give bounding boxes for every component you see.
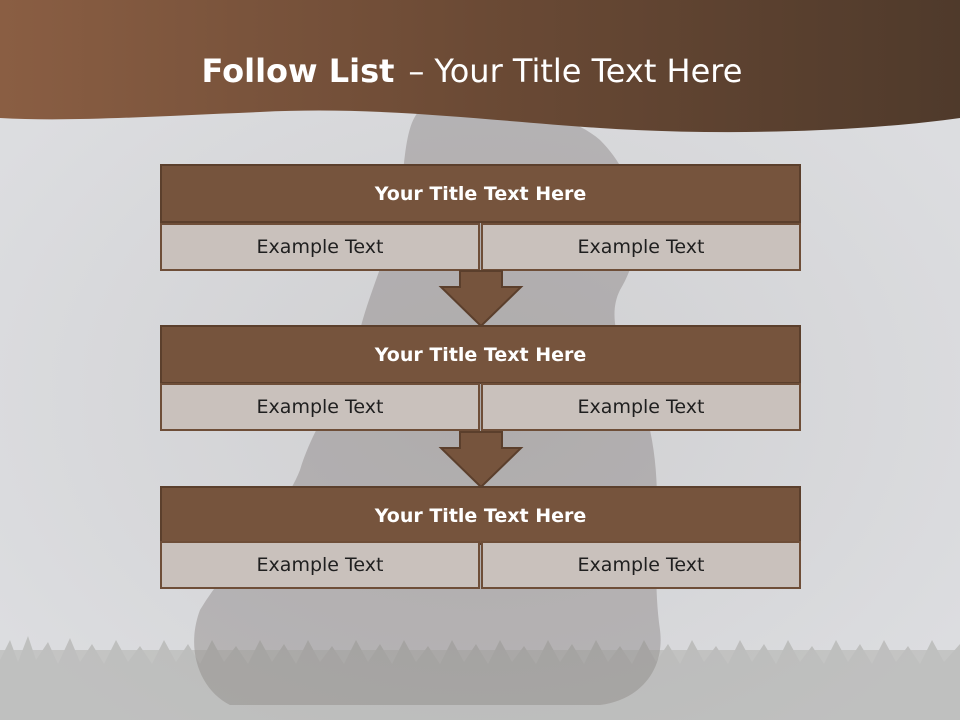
title-dash: – [408,52,425,90]
list-block-3: Your Title Text Here Example Text Exampl… [160,486,801,592]
list-block-1: Your Title Text Here Example Text Exampl… [160,164,801,272]
title-rest: Your Title Text Here [434,52,743,90]
block-2-right-cell: Example Text [481,383,801,431]
down-arrow-icon [438,431,524,489]
list-block-2: Your Title Text Here Example Text Exampl… [160,325,801,433]
block-3-right-cell: Example Text [481,541,801,589]
block-1-left-cell: Example Text [160,223,480,271]
slide-title: Follow List–Your Title Text Here [0,52,944,90]
block-1-right-cell: Example Text [481,223,801,271]
title-bold: Follow List [201,52,395,90]
grass [0,636,960,720]
title-banner [0,0,960,133]
block-3-left-cell: Example Text [160,541,480,589]
down-arrow-icon [438,270,524,328]
block-2-left-cell: Example Text [160,383,480,431]
block-2-header: Your Title Text Here [160,325,801,384]
block-3-header: Your Title Text Here [160,486,801,545]
block-1-header: Your Title Text Here [160,164,801,223]
